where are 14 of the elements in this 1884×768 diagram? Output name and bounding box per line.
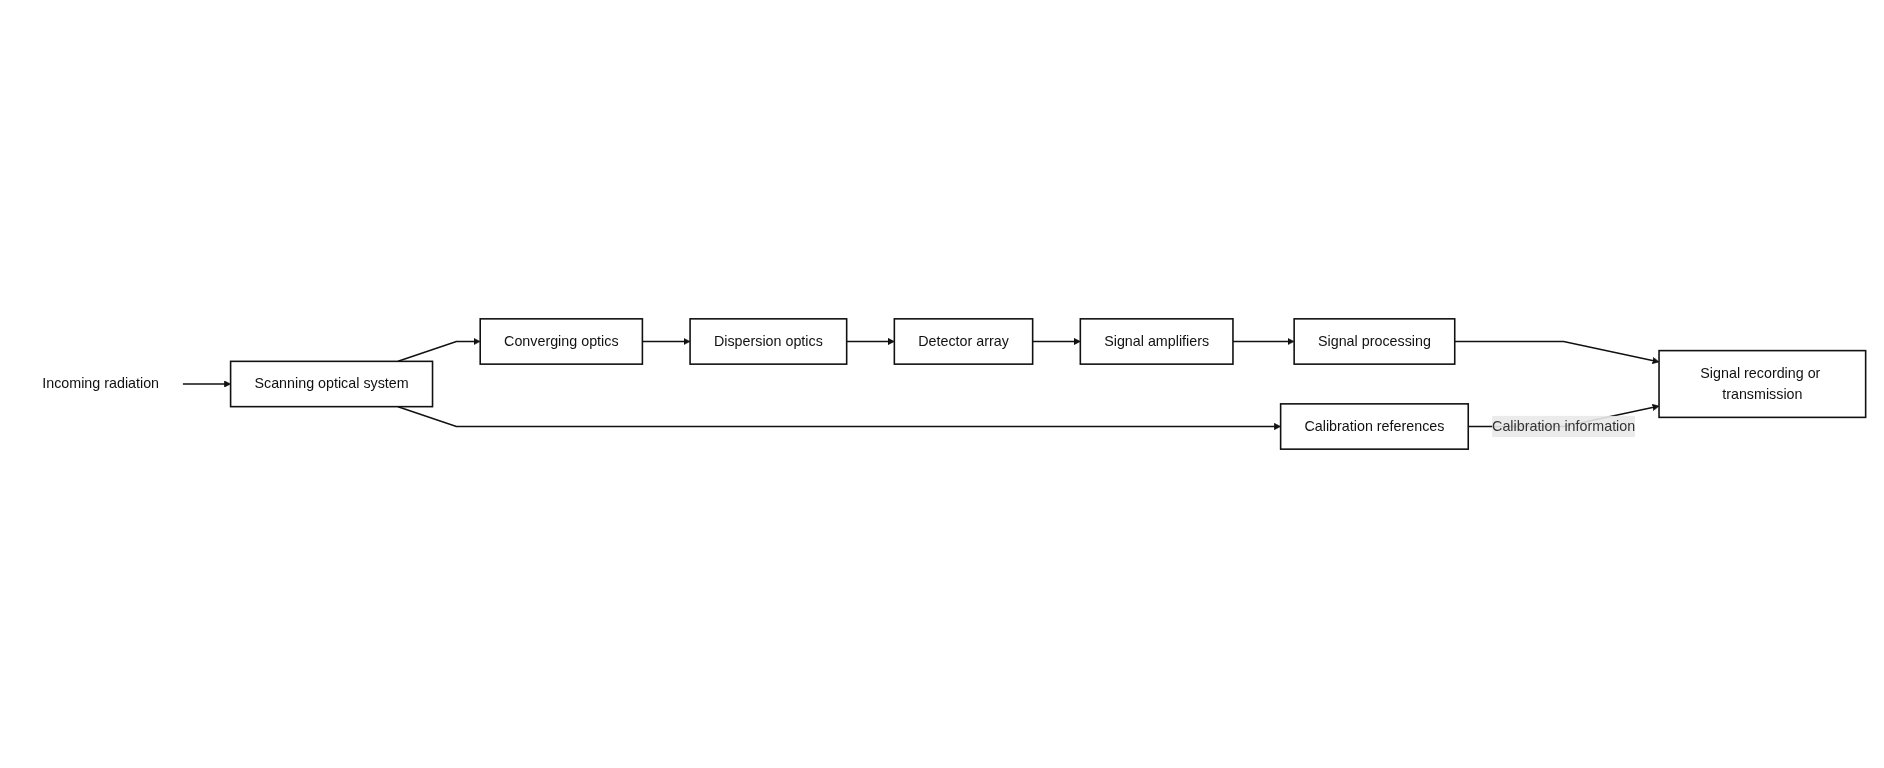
node-box: Signal processing [1293,318,1456,365]
arrow [182,380,231,388]
edge-label: Calibration information [1492,418,1636,435]
node-box: Signal amplifiers [1079,318,1234,365]
node-box: Detector array [893,318,1034,365]
arrow [397,338,481,363]
node-box: Calibration references [1279,403,1470,450]
node-text: Incoming radiation [42,375,160,392]
node-box: Signal recording or transmission [1658,349,1867,419]
node-box: Scanning optical system [229,360,434,408]
node-box: Converging optics [479,318,644,365]
arrow [1232,338,1295,345]
arrow [397,405,1281,430]
node-box: Dispersion optics [689,318,848,365]
